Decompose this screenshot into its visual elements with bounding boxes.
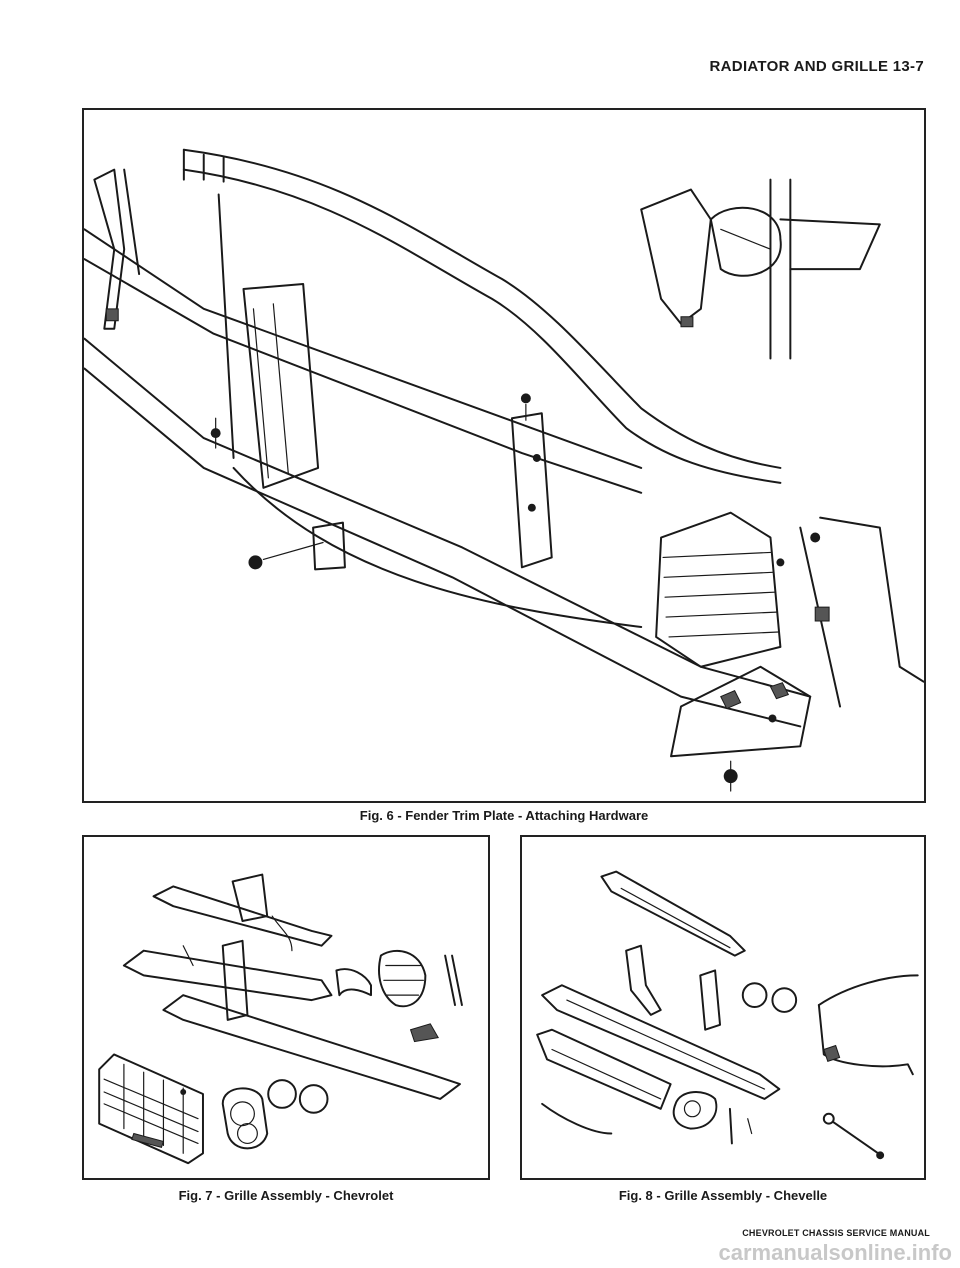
grille-assembly-chevrolet-drawing: [98, 873, 463, 1165]
watermark: carmanualsonline.info: [718, 1240, 953, 1265]
fig8-caption: Fig. 8 - Grille Assembly - Chevelle: [618, 1188, 828, 1203]
grille-assembly-chevelle-drawing: [536, 870, 919, 1160]
fig8-illustration: [520, 835, 926, 1180]
page-header: RADIATOR AND GRILLE 13-7: [709, 58, 924, 75]
fig7-illustration: [82, 835, 490, 1180]
fig6-illustration: [82, 108, 926, 803]
fender-trim-plate-drawing: [84, 148, 924, 792]
page-footer: CHEVROLET CHASSIS SERVICE MANUAL: [742, 1228, 930, 1238]
fig7-caption: Fig. 7 - Grille Assembly - Chevrolet: [178, 1188, 394, 1203]
fig6-caption: Fig. 6 - Fender Trim Plate - Attaching H…: [359, 808, 649, 823]
